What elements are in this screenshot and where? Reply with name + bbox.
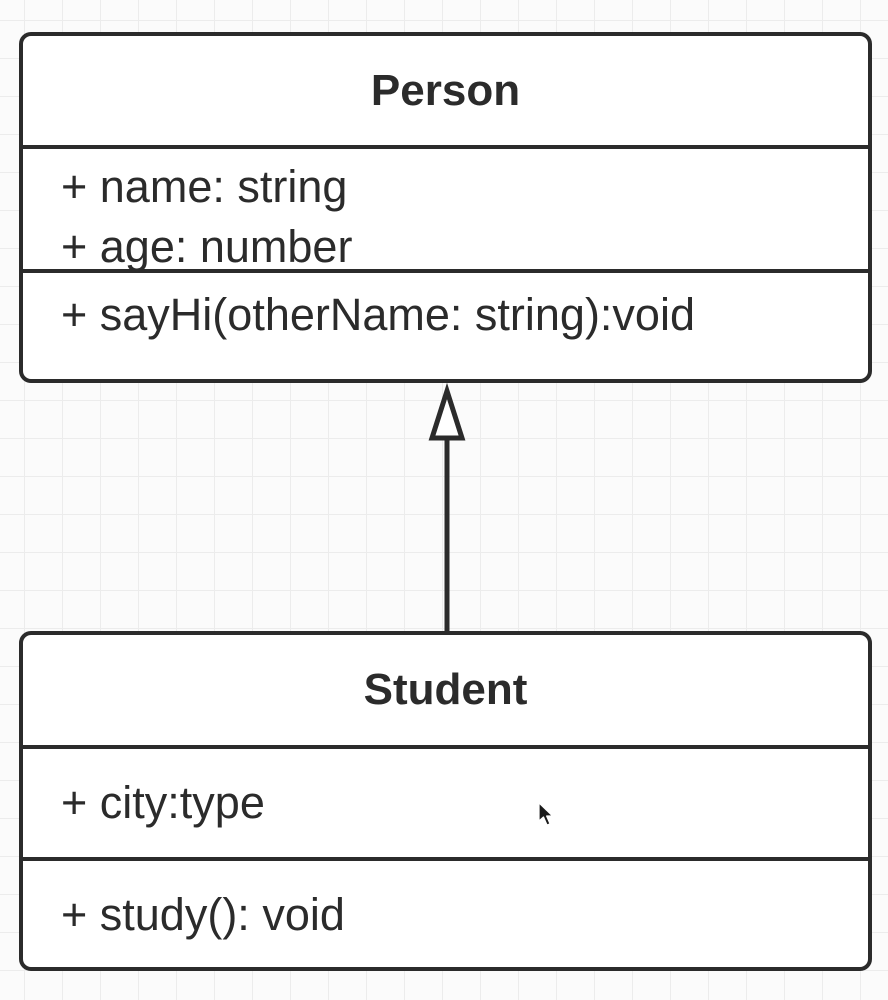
person-method-sayhi: + sayHi(otherName: string):void bbox=[61, 289, 695, 340]
student-attribute-city: + city:type bbox=[61, 777, 265, 828]
person-methods: + sayHi(otherName: string):void bbox=[23, 273, 868, 345]
person-attribute-name: + name: string bbox=[61, 161, 348, 212]
student-class-box[interactable]: Student + city:type + study(): void bbox=[19, 631, 872, 971]
person-class-box[interactable]: Person + name: string + age: number + sa… bbox=[19, 32, 872, 383]
inheritance-arrowhead bbox=[428, 382, 466, 441]
student-method-study: + study(): void bbox=[61, 889, 345, 940]
person-attribute-age: + age: number bbox=[61, 221, 353, 272]
mouse-pointer-icon bbox=[538, 802, 554, 826]
person-attributes: + name: string + age: number bbox=[23, 149, 868, 273]
student-attributes: + city:type bbox=[23, 749, 868, 861]
person-class-name: Person bbox=[23, 36, 868, 149]
student-class-name: Student bbox=[23, 635, 868, 749]
student-methods: + study(): void bbox=[23, 861, 868, 945]
